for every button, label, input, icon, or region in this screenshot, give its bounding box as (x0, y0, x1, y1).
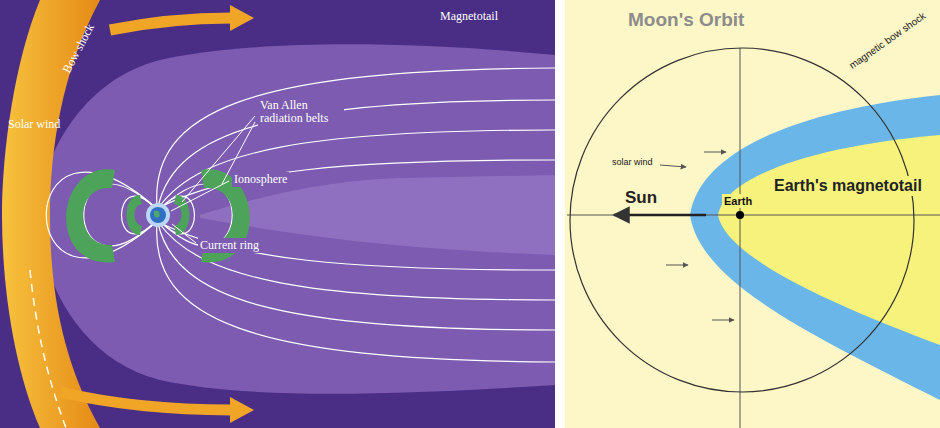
inner-belt (127, 195, 143, 235)
field-line (157, 223, 555, 362)
field-line (159, 222, 555, 270)
inner-belt (174, 195, 190, 235)
arrow-head (230, 397, 254, 423)
part-label: Ionosphere (232, 172, 289, 187)
wind-arrow (660, 165, 686, 167)
magnetosphere-panel (0, 0, 555, 428)
region-label: Earth's magnetotail (772, 176, 924, 196)
field-line (84, 184, 155, 246)
field-line (159, 223, 555, 300)
wind-arrow (712, 320, 734, 321)
panel-ground (565, 0, 940, 428)
space-ground (0, 0, 555, 428)
bow-shock-line (30, 270, 66, 428)
solar-wind-arrow (60, 392, 232, 410)
field-line (158, 223, 555, 330)
orbit-panel (565, 0, 940, 428)
leader-line (172, 224, 196, 243)
arrow-label: solar wind (612, 158, 653, 168)
region-label: magnetic bow shock (847, 10, 928, 71)
axis-line (740, 48, 741, 428)
region-label: Magnetotail (440, 10, 498, 23)
body-label: Earth (722, 194, 754, 208)
arrow-head (230, 5, 254, 31)
bow-shock-region (690, 95, 940, 400)
field-line (158, 100, 555, 207)
moon-orbit (570, 48, 914, 392)
panel-title: Moon's Orbit (628, 10, 744, 31)
part-label: Current ring (198, 238, 261, 253)
continent (154, 210, 160, 217)
wind-arrow (666, 265, 688, 266)
region-label: Solar wind (8, 118, 60, 131)
bow-shock-band (2, 0, 100, 428)
direction-label: Sun (625, 189, 657, 208)
wind-arrow (704, 152, 726, 153)
sun-arrow (614, 214, 706, 217)
field-line (159, 130, 555, 207)
axis-line (567, 215, 940, 216)
part-label: Van Allen radiation belts (258, 98, 344, 126)
region-label: Bow shock (60, 22, 97, 76)
magnetosphere (38, 44, 555, 393)
earth-dot (736, 211, 744, 219)
leader-line (182, 116, 255, 202)
wind-arrows (660, 152, 734, 320)
solar-wind-arrow (110, 18, 232, 30)
leader-line (171, 181, 229, 211)
magnetotail-region (718, 135, 940, 345)
earth (150, 207, 166, 223)
field-lines (46, 68, 555, 362)
outer-belt (66, 169, 115, 262)
ionosphere-shell (146, 203, 170, 227)
